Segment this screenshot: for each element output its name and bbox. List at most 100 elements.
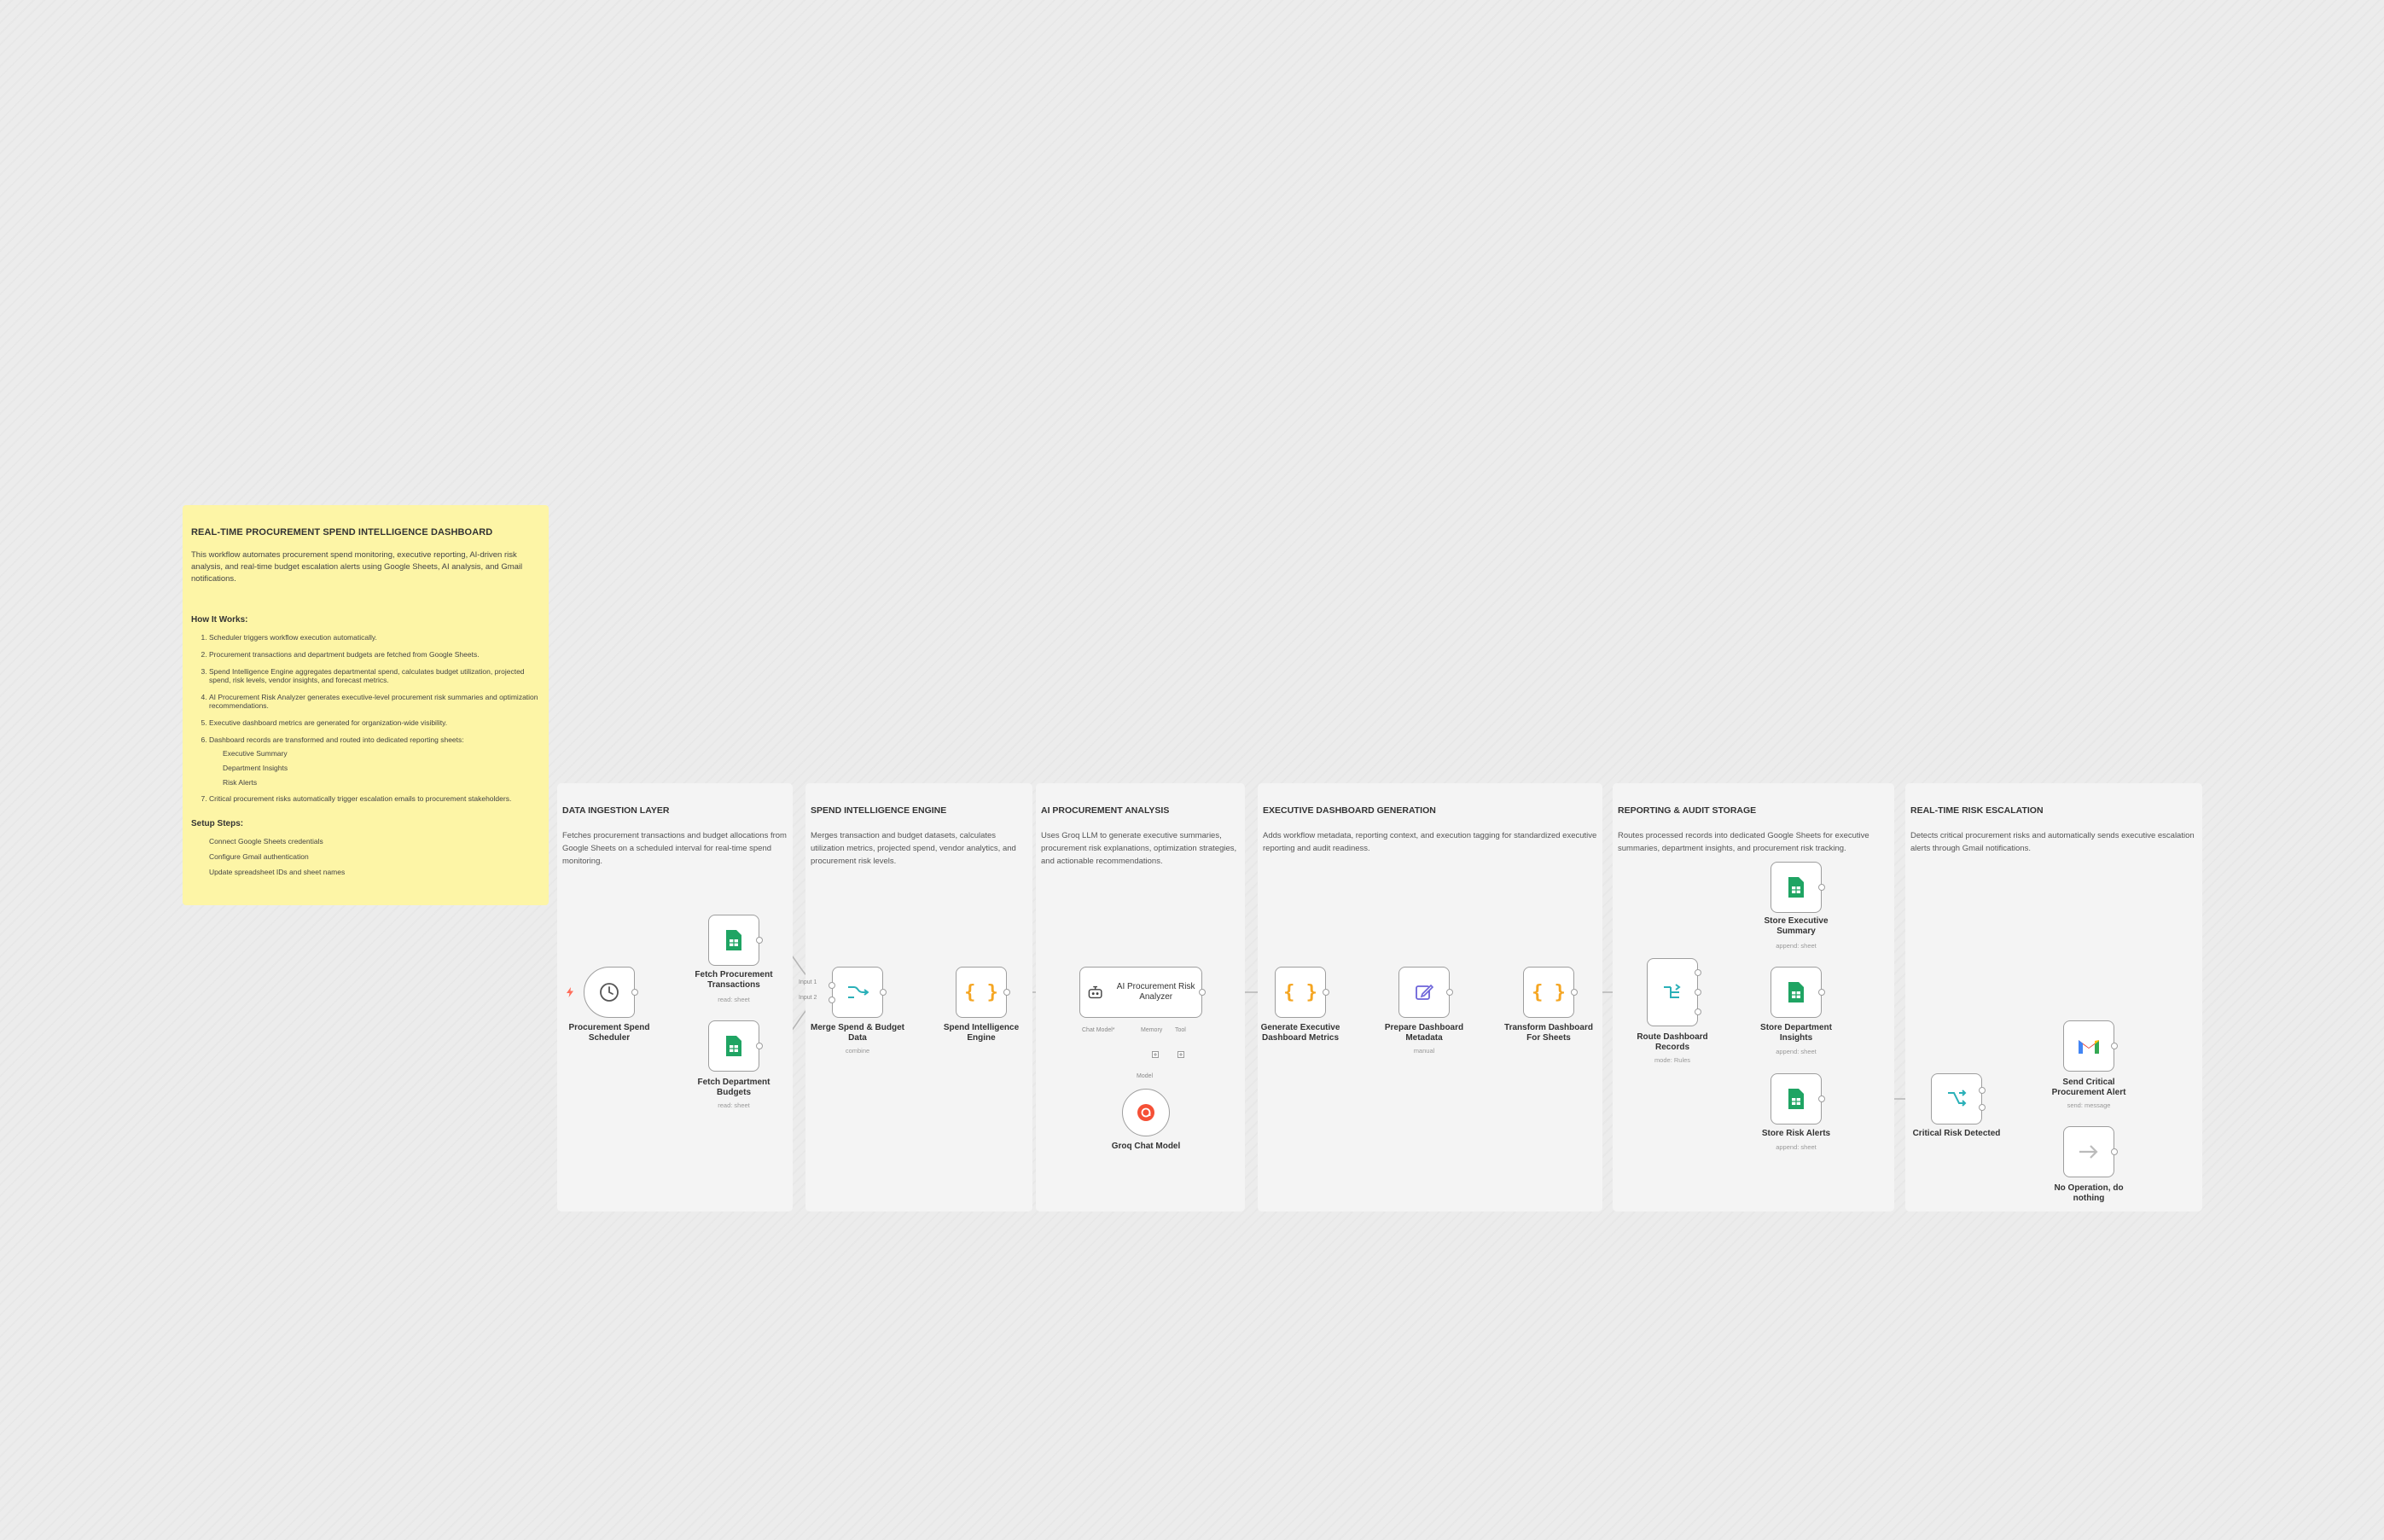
substep-item: Risk Alerts [223, 777, 258, 787]
generate-executive-dashboard-metrics-node[interactable]: { } [1275, 967, 1326, 1018]
node-label: Transform Dashboard For Sheets [1504, 1023, 1593, 1043]
store-risk-alerts-node[interactable] [1771, 1073, 1822, 1124]
setup-item: Connect Google Sheets credentials [209, 836, 323, 846]
fetch-department-budgets-node[interactable] [708, 1020, 759, 1072]
output-port[interactable] [1571, 989, 1578, 996]
output-port[interactable] [1695, 1008, 1701, 1015]
node-sublabel: mode: Rules [1654, 1056, 1691, 1064]
store-executive-summary-node[interactable] [1771, 862, 1822, 913]
steps-list: Scheduler triggers workflow execution au… [191, 633, 540, 804]
output-port[interactable] [756, 1043, 763, 1049]
section-title: DATA INGESTION LAYER [562, 805, 670, 816]
output-port[interactable] [1979, 1104, 1986, 1111]
store-department-insights-node[interactable] [1771, 967, 1822, 1018]
groq-chat-model-node[interactable] [1122, 1089, 1170, 1136]
node-sublabel: send: message [2067, 1101, 2111, 1109]
setup-item: Configure Gmail authentication [209, 851, 309, 861]
port-label: Input 1 [799, 979, 817, 985]
setup-item: Update spreadsheet IDs and sheet names [209, 867, 346, 876]
substep-item: Department Insights [223, 763, 288, 772]
port-label: Model [1137, 1073, 1154, 1079]
node-sublabel: append: sheet [1776, 1048, 1817, 1055]
step-item: AI Procurement Risk Analyzer generates e… [209, 693, 540, 711]
output-port[interactable] [1979, 1087, 1986, 1094]
clock-icon [600, 983, 619, 1002]
section-title: REPORTING & AUDIT STORAGE [1618, 805, 1757, 816]
node-label: Procurement Spend Scheduler [568, 1023, 650, 1043]
port-label: Memory [1141, 1027, 1163, 1033]
add-subnode-icon[interactable] [1152, 1051, 1159, 1058]
node-sublabel: manual [1413, 1047, 1435, 1055]
google-sheets-icon [726, 1036, 741, 1056]
section-description: Fetches procurement transactions and bud… [562, 831, 787, 867]
input-port[interactable] [829, 997, 835, 1003]
edit-icon [1416, 984, 1433, 1000]
node-sublabel: read: sheet [718, 996, 750, 1003]
trigger-bolt-icon [567, 987, 573, 997]
code-icon: { } [1532, 981, 1566, 1003]
spend-intelligence-engine-node[interactable]: { } [956, 967, 1007, 1018]
output-port[interactable] [1695, 969, 1701, 976]
output-port[interactable] [1003, 989, 1010, 996]
step-item: Procurement transactions and department … [209, 650, 540, 660]
section-description: Adds workflow metadata, reporting contex… [1263, 831, 1597, 854]
no-operation-node[interactable] [2063, 1126, 2114, 1177]
procurement-spend-scheduler-node[interactable] [584, 967, 635, 1018]
route-dashboard-records-node[interactable] [1647, 958, 1698, 1026]
gmail-icon [2079, 1040, 2099, 1054]
node-label: Route Dashboard Records [1637, 1032, 1708, 1052]
node-label: Groq Chat Model [1111, 1142, 1181, 1151]
node-label: Store Risk Alerts [1761, 1129, 1831, 1138]
section-description: Uses Groq LLM to generate executive summ… [1041, 831, 1237, 867]
prepare-dashboard-metadata-node[interactable] [1398, 967, 1450, 1018]
section-title: AI PROCUREMENT ANALYSIS [1041, 805, 1170, 816]
output-port[interactable] [1199, 989, 1206, 996]
node-sublabel: append: sheet [1776, 942, 1817, 950]
section-description: Merges transaction and budget datasets, … [811, 831, 1016, 867]
ai-procurement-risk-analyzer-node[interactable]: AI Procurement Risk Analyzer [1079, 967, 1202, 1018]
if-icon [1948, 1090, 1967, 1107]
output-port[interactable] [2111, 1043, 2118, 1049]
how-it-works-heading: How It Works: [191, 615, 248, 625]
output-port[interactable] [1818, 1095, 1825, 1102]
node-label: Spend Intelligence Engine [943, 1023, 1020, 1043]
output-port[interactable] [1323, 989, 1329, 996]
node-label: Send Critical Procurement Alert [2051, 1078, 2126, 1097]
merge-spend-budget-node[interactable] [832, 967, 883, 1018]
arrow-icon [2079, 1145, 2098, 1159]
output-port[interactable] [1818, 989, 1825, 996]
output-port[interactable] [631, 989, 638, 996]
step-item: Spend Intelligence Engine aggregates dep… [209, 667, 540, 685]
setup-heading: Setup Steps: [191, 818, 244, 828]
add-subnode-icon[interactable] [1177, 1051, 1184, 1058]
input-port[interactable] [829, 982, 835, 989]
transform-dashboard-for-sheets-node[interactable]: { } [1523, 967, 1574, 1018]
section-description: Routes processed records into dedicated … [1618, 831, 1869, 854]
output-port[interactable] [880, 989, 887, 996]
step-text: Dashboard records are transformed and ro… [209, 735, 464, 744]
node-label: Store Executive Summary [1764, 916, 1829, 936]
port-label: Input 2 [799, 995, 817, 1001]
node-label: Fetch Procurement Transactions [695, 970, 773, 990]
output-port[interactable] [1446, 989, 1453, 996]
node-label: AI Procurement Risk Analyzer [1116, 981, 1195, 1002]
critical-risk-detected-node[interactable] [1931, 1073, 1982, 1124]
overview-sticky-note[interactable]: REAL-TIME PROCUREMENT SPEND INTELLIGENCE… [183, 505, 549, 905]
node-label: Critical Risk Detected [1912, 1129, 2001, 1138]
switch-icon [1664, 984, 1681, 998]
node-sublabel: read: sheet [718, 1101, 750, 1109]
google-sheets-icon [726, 930, 741, 950]
section-note-risk-escalation[interactable]: REAL-TIME RISK ESCALATION Detects critic… [1905, 783, 2202, 1212]
output-port[interactable] [756, 937, 763, 944]
output-port[interactable] [1695, 989, 1701, 996]
output-port[interactable] [1818, 884, 1825, 891]
send-critical-procurement-alert-node[interactable] [2063, 1020, 2114, 1072]
output-port[interactable] [2111, 1148, 2118, 1155]
fetch-procurement-transactions-node[interactable] [708, 915, 759, 966]
setup-list: Connect Google Sheets credentials Config… [191, 837, 540, 876]
node-label: Prepare Dashboard Metadata [1384, 1023, 1464, 1043]
port-label: Tool [1175, 1027, 1186, 1033]
node-label: Merge Spend & Budget Data [810, 1023, 904, 1043]
section-description: Detects critical procurement risks and a… [1910, 831, 2195, 854]
